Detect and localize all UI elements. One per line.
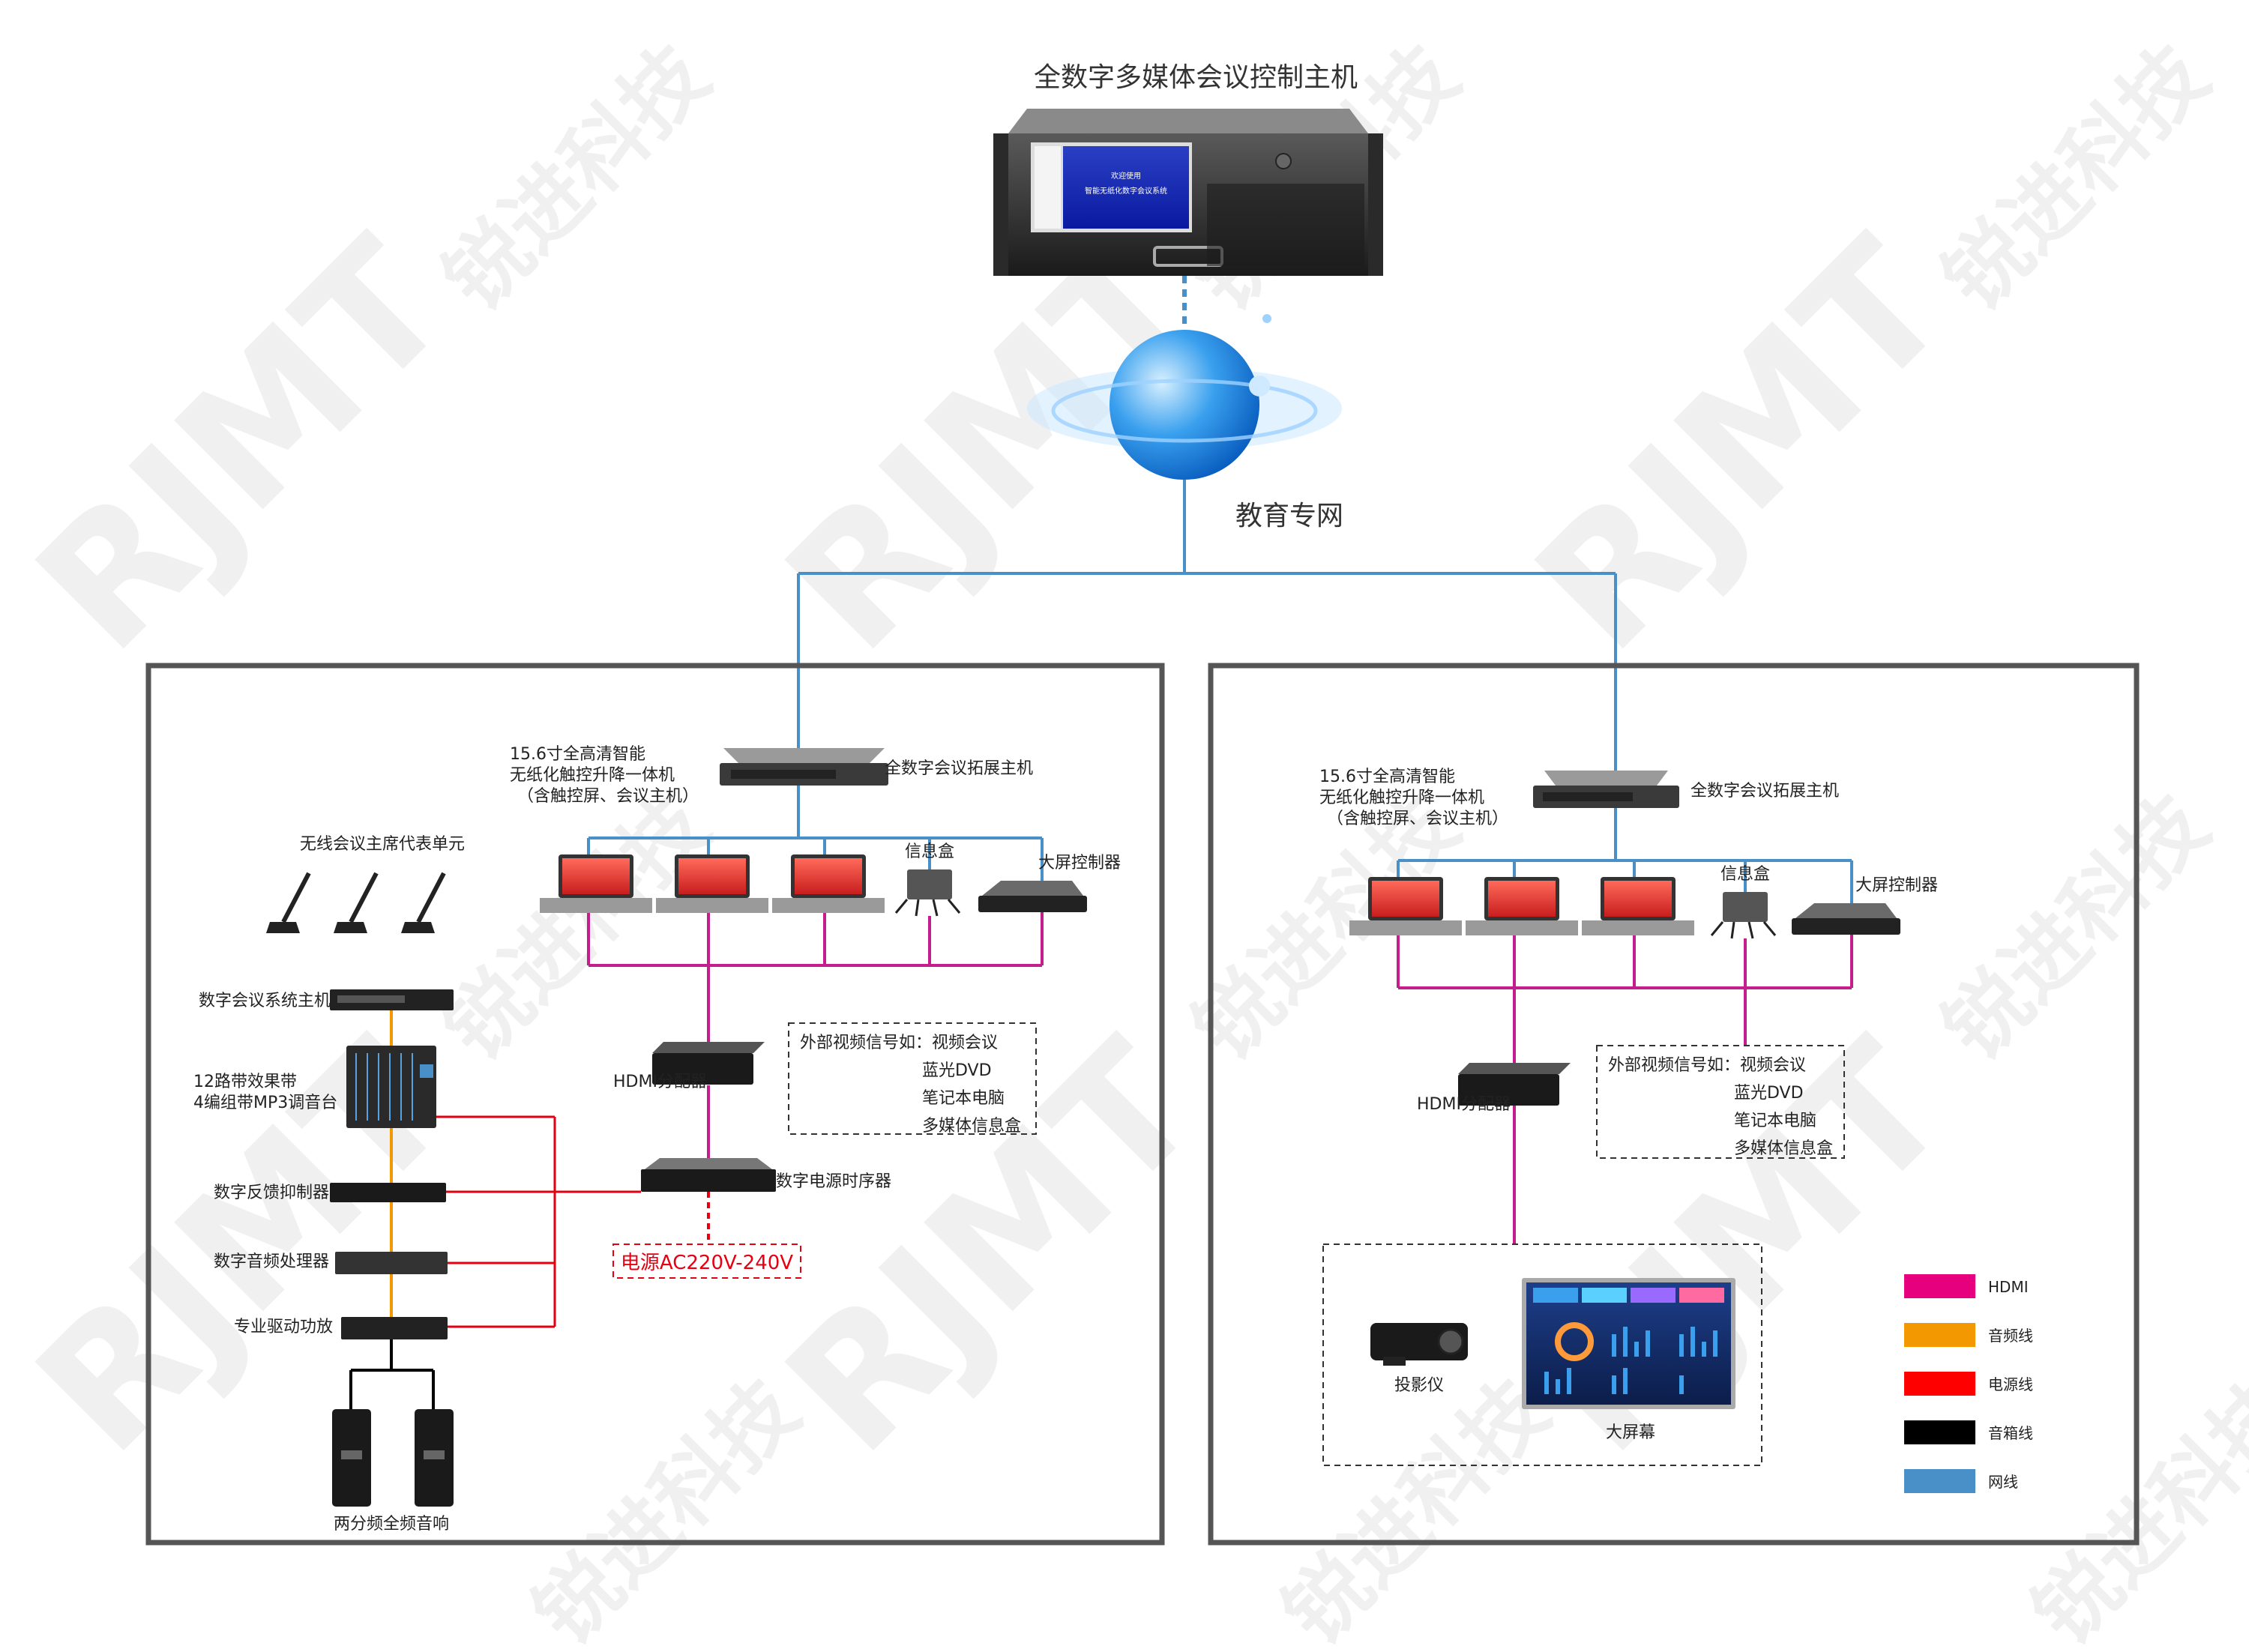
- left-room-frame: [145, 663, 1165, 1546]
- external-signal-title-right: 外部视频信号如：视频会议: [1608, 1056, 1806, 1075]
- legend-swatch-2: [1904, 1372, 1975, 1396]
- screen-controller-label: 大屏控制器: [1038, 854, 1121, 872]
- feedback-label: 数字反馈抑制器: [214, 1184, 329, 1202]
- amplifier-label: 专业驱动功放: [234, 1318, 333, 1336]
- external-signal-box: [788, 1022, 1037, 1135]
- audio-processor-device: [335, 1252, 448, 1274]
- conference-host-label: 数字会议系统主机: [199, 992, 331, 1010]
- external-signal-item-2: 笔记本电脑: [922, 1089, 1005, 1108]
- terminal-label-right-line1: 15.6寸全高清智能: [1319, 768, 1455, 786]
- expansion-host-device-right: [1533, 771, 1679, 808]
- terminal-right-1: [1349, 877, 1462, 935]
- amplifier-device: [341, 1317, 448, 1339]
- mixer-label-line2: 4编组带MP3调音台: [193, 1094, 337, 1112]
- terminal-right-2: [1466, 877, 1578, 935]
- power-sequencer-label: 数字电源时序器: [776, 1172, 891, 1191]
- host-screen-line2: 智能无纸化数字会议系统: [1085, 186, 1167, 196]
- legend-label-2: 电源线: [1988, 1375, 2033, 1393]
- power-sequencer-device: [641, 1158, 776, 1192]
- svg-text:锐进科技: 锐进科技: [2015, 1362, 2249, 1649]
- svg-text:锐进科技: 锐进科技: [1265, 1362, 1567, 1649]
- projector-device: [1370, 1323, 1468, 1366]
- hdmi-splitter-device-right: [1458, 1063, 1571, 1106]
- svg-text:锐进科技: 锐进科技: [426, 28, 727, 329]
- screen-controller-device: [978, 881, 1087, 912]
- external-signal-item-1: 蓝光DVD: [922, 1061, 992, 1080]
- info-box-label-right: 信息盒: [1720, 865, 1770, 884]
- host-screen-line1: 欢迎使用: [1111, 171, 1141, 181]
- main-host-device: 欢迎使用 智能无纸化数字会议系统: [993, 109, 1383, 276]
- network-cables: [797, 480, 1617, 772]
- legend-swatch-3: [1904, 1420, 1975, 1444]
- big-screen-device: [1522, 1278, 1735, 1409]
- power-supply-label: 电源AC220V-240V: [621, 1252, 793, 1274]
- expansion-host-label-right: 全数字会议拓展主机: [1690, 782, 1839, 801]
- external-signal-box-right: [1596, 1045, 1845, 1159]
- svg-text:锐进科技: 锐进科技: [426, 777, 727, 1079]
- legend-label-3: 音箱线: [1988, 1424, 2033, 1442]
- speakers-label: 两分频全频音响: [334, 1515, 449, 1534]
- legend-label-0: HDMI: [1988, 1278, 2029, 1296]
- power-cables: [436, 1115, 641, 1328]
- network-label: 教育专网: [1235, 501, 1343, 531]
- legend-swatch-4: [1904, 1469, 1975, 1493]
- terminal-2: [656, 854, 768, 913]
- external-signal-item-right-2: 笔记本电脑: [1734, 1112, 1816, 1130]
- svg-text:锐进科技: 锐进科技: [1925, 777, 2227, 1079]
- terminal-1: [540, 854, 652, 913]
- terminal-label-line3: （含触控屏、会议主机）: [517, 787, 699, 806]
- hdmi-cables-right: [1397, 935, 1853, 1244]
- hdmi-splitter-device: [652, 1042, 765, 1085]
- big-screen-label: 大屏幕: [1606, 1423, 1655, 1442]
- terminal-label-right-line2: 无纸化触控升降一体机: [1319, 789, 1484, 807]
- svg-text:锐进科技: 锐进科技: [516, 1362, 817, 1649]
- processor-label: 数字音频处理器: [214, 1252, 329, 1271]
- speaker-cables: [349, 1339, 435, 1409]
- screen-controller-label-right: 大屏控制器: [1855, 876, 1938, 895]
- svg-text:RJMT: RJMT: [1499, 204, 1984, 689]
- terminal-right-3: [1582, 877, 1694, 935]
- info-box-label: 信息盒: [905, 842, 954, 861]
- legend-label-4: 网线: [1988, 1473, 2018, 1491]
- conference-system-host-device: [330, 989, 454, 1010]
- external-signal-item-3: 多媒体信息盒: [922, 1117, 1021, 1136]
- external-signal-item-right-1: 蓝光DVD: [1734, 1084, 1804, 1103]
- terminal-label-line1: 15.6寸全高清智能: [510, 745, 645, 764]
- svg-text:RJMT: RJMT: [1499, 1006, 1984, 1491]
- speaker-left: [332, 1409, 371, 1507]
- svg-text:锐进科技: 锐进科技: [1925, 28, 2227, 329]
- terminal-label-right-line3: （含触控屏、会议主机）: [1327, 810, 1508, 828]
- wireless-unit-label: 无线会议主席代表单元: [300, 835, 465, 854]
- terminal-3: [772, 854, 885, 913]
- right-room-frame: [1208, 663, 2140, 1546]
- legend-swatch-0: [1904, 1274, 1975, 1298]
- display-group-box: [1322, 1243, 1762, 1466]
- network-globe-icon: [1027, 314, 1342, 480]
- feedback-suppressor-device: [330, 1183, 446, 1202]
- mixer-device: [346, 1046, 436, 1128]
- wireless-mic-units: [266, 872, 446, 933]
- screen-controller-device-right: [1792, 903, 1900, 935]
- power-supply-box: [612, 1243, 801, 1279]
- expansion-host-label: 全数字会议拓展主机: [885, 759, 1033, 778]
- info-box-device: [894, 869, 961, 917]
- expansion-host-device: [720, 748, 888, 786]
- speaker-right: [415, 1409, 454, 1507]
- info-box-device-right: [1710, 892, 1777, 939]
- external-signal-item-right-3: 多媒体信息盒: [1734, 1139, 1833, 1158]
- hdmi-cables-left: [587, 912, 1044, 1169]
- hdmi-splitter-label-right: HDMI分配器: [1417, 1095, 1511, 1114]
- legend-label-1: 音频线: [1988, 1327, 2033, 1345]
- main-title: 全数字多媒体会议控制主机: [1034, 62, 1358, 93]
- hdmi-splitter-label: HDMI分配器: [613, 1073, 707, 1091]
- legend-swatch-1: [1904, 1323, 1975, 1347]
- svg-text:RJMT: RJMT: [0, 204, 485, 689]
- mixer-label-line1: 12路带效果带: [193, 1073, 297, 1091]
- projector-label: 投影仪: [1394, 1376, 1444, 1395]
- terminal-label-line2: 无纸化触控升降一体机: [510, 766, 675, 785]
- external-signal-title: 外部视频信号如：视频会议: [800, 1034, 998, 1052]
